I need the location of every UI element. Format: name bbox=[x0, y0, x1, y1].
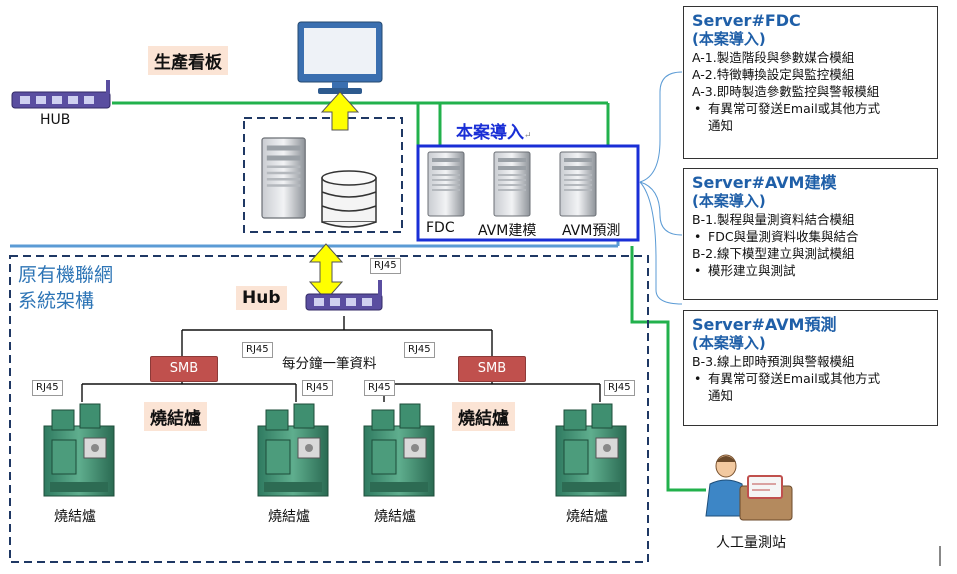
hub-top-label: HUB bbox=[40, 112, 71, 128]
server-fdc-title: Server#FDC bbox=[692, 11, 801, 30]
monitor-icon bbox=[297, 21, 383, 94]
manual-station-label: 人工量測站 bbox=[716, 535, 786, 551]
hub-label: Hub bbox=[236, 286, 287, 310]
furnace-machine-icon bbox=[363, 403, 435, 497]
smb-box: SMB bbox=[150, 356, 218, 382]
server-module-line: A-2.特徵轉換設定與監控模組 bbox=[692, 67, 855, 82]
legacy-system-line2: 系統架構 bbox=[18, 290, 95, 312]
server-avm-predict-box: Server#AVM預測 (本案導入) B-3.線上即時預測與警報模組有異常可發… bbox=[683, 310, 938, 426]
server-avm-build-icon bbox=[493, 151, 531, 217]
furnace-machine-icon bbox=[43, 403, 115, 497]
server-tower-icon bbox=[261, 137, 306, 219]
legacy-system-title: 原有機聯網 系統架構 bbox=[18, 262, 113, 314]
server-avm-build-list: B-1.製程與量測資料結合模組FDC與量測資料收集與結合B-2.線下模型建立與測… bbox=[692, 211, 929, 279]
furnace-group-tag: 燒結爐 bbox=[452, 402, 515, 431]
furnace-machine-icon bbox=[555, 403, 627, 497]
rj45-label: RJ45 bbox=[404, 342, 435, 358]
server-module-line: 通知 bbox=[708, 118, 734, 133]
rj45-label: RJ45 bbox=[242, 342, 273, 358]
up-arrow-icon bbox=[320, 91, 360, 131]
hub-top-icon bbox=[11, 80, 111, 109]
server-module-line: 有異常可發送Email或其他方式 bbox=[692, 100, 929, 117]
server-avm-build-box: Server#AVM建模 (本案導入) B-1.製程與量測資料結合模組FDC與量… bbox=[683, 168, 938, 300]
server-module-line: B-3.線上即時預測與警報模組 bbox=[692, 354, 855, 369]
smb-box: SMB bbox=[458, 356, 526, 382]
double-arrow-icon bbox=[308, 243, 344, 301]
per-minute-label: 每分鐘一筆資料 bbox=[282, 356, 377, 372]
rj45-label: RJ45 bbox=[32, 380, 63, 396]
furnace-label: 燒結爐 bbox=[54, 509, 96, 525]
server-fdc-box: Server#FDC (本案導入) A-1.製造階段與參數媒合模組 A-2.特徵轉… bbox=[683, 6, 938, 159]
dashboard-label: 生產看板 bbox=[148, 46, 228, 75]
db-server-dashed-box bbox=[243, 117, 403, 233]
server-module-line: 模形建立與測試 bbox=[692, 262, 929, 279]
rj45-label: RJ45 bbox=[604, 380, 635, 396]
server-fdc-label: FDC bbox=[426, 220, 455, 236]
furnace-label: 燒結爐 bbox=[566, 509, 608, 525]
rj45-label: RJ45 bbox=[370, 258, 401, 274]
new-project-label: 本案導入↵ bbox=[456, 123, 532, 143]
server-module-line: 有異常可發送Email或其他方式 bbox=[692, 370, 929, 387]
furnace-label: 燒結爐 bbox=[374, 509, 416, 525]
green-network-line bbox=[112, 101, 610, 146]
database-icon bbox=[321, 170, 377, 228]
server-avm-predict-title: Server#AVM預測 bbox=[692, 315, 837, 334]
green-line-to-station bbox=[630, 246, 706, 492]
hub-icon bbox=[305, 280, 383, 311]
brace-line bbox=[639, 71, 683, 183]
legacy-system-line1: 原有機聯網 bbox=[18, 264, 114, 286]
rj45-label: RJ45 bbox=[302, 380, 333, 396]
server-module-line: B-2.線下模型建立與測試模組 bbox=[692, 246, 855, 261]
server-avm-build-subtitle: (本案導入) bbox=[692, 192, 766, 210]
server-avm-predict-list: B-3.線上即時預測與警報模組有異常可發送Email或其他方式通知 bbox=[692, 353, 929, 404]
rj45-label: RJ45 bbox=[364, 380, 395, 396]
server-module-line: A-1.製造階段與參數媒合模組 bbox=[692, 50, 855, 65]
server-module-line: B-1.製程與量測資料結合模組 bbox=[692, 212, 855, 227]
furnace-machine-icon bbox=[257, 403, 329, 497]
server-avm-predict-label: AVM預測 bbox=[562, 223, 621, 239]
furnace-label: 燒結爐 bbox=[268, 509, 310, 525]
server-avm-build-title: Server#AVM建模 bbox=[692, 173, 837, 192]
server-fdc-icon bbox=[427, 151, 465, 217]
server-module-line: 通知 bbox=[708, 388, 734, 403]
server-avm-predict-icon bbox=[559, 151, 597, 217]
server-fdc-subtitle: (本案導入) bbox=[692, 30, 766, 48]
server-module-line: A-3.即時製造參數監控與警報模組 bbox=[692, 84, 880, 99]
furnace-group-tag: 燒結爐 bbox=[144, 402, 207, 431]
technician-icon bbox=[705, 454, 793, 521]
server-avm-build-label: AVM建模 bbox=[478, 223, 537, 239]
server-fdc-list: A-1.製造階段與參數媒合模組 A-2.特徵轉換設定與監控模組 A-3.即時製造參數… bbox=[692, 49, 929, 134]
new-project-box bbox=[416, 144, 640, 242]
server-avm-predict-subtitle: (本案導入) bbox=[692, 334, 766, 352]
server-module-line: FDC與量測資料收集與結合 bbox=[692, 228, 929, 245]
